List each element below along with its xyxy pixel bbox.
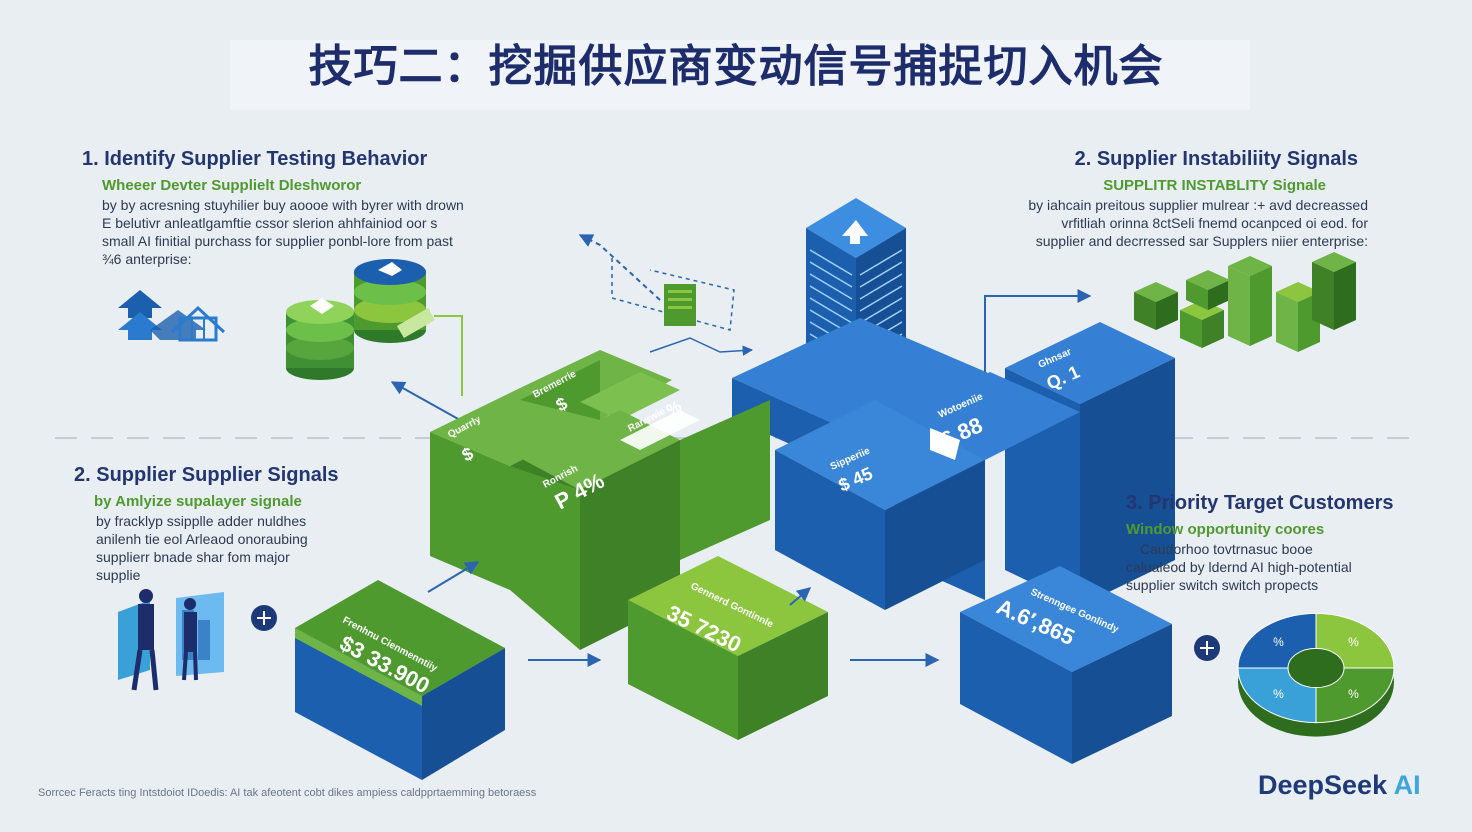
section-body: by fracklyp ssipplle adder nuldhes anile… (96, 512, 339, 584)
body-line: small AI finitial purchass for supplier … (102, 233, 453, 249)
arrow-left-up (390, 381, 461, 421)
section-supplier-signals: 2. Supplier Supplier Signals by Amlyize … (74, 464, 339, 584)
body-line: calualeod by ldernd AI high-potential (1126, 559, 1352, 575)
brand-logo: DeepSeek AI (1258, 770, 1421, 801)
section-subheading: by Amlyize supalayer signale (94, 493, 302, 510)
add-button-left[interactable] (251, 605, 277, 631)
bottom-block-1 (295, 580, 505, 780)
section-heading: 3. Priority Target Customers (1126, 492, 1394, 514)
brand-accent: AI (1387, 770, 1421, 800)
body-line: anilenh tie eol Arleaod onoraubing (96, 531, 308, 547)
green-block-cluster (430, 350, 770, 650)
section-body: by iahcain preitous supplier mulrear :+ … (1000, 196, 1368, 250)
database-stack-icon (286, 298, 354, 380)
opportunity-donut: %%%% (1237, 612, 1395, 737)
title-band (230, 40, 1250, 110)
donut-slice (1237, 612, 1317, 669)
body-line: supplierr bnade shar fom major (96, 549, 290, 565)
people-dashboard-illustration (118, 589, 224, 691)
section-priority-targets: 3. Priority Target Customers Window oppo… (1126, 492, 1393, 594)
body-line: by fracklyp ssipplle adder nuldhes (96, 513, 307, 529)
section-subheading: SUPPLITR INSTABLITY Signale (1103, 177, 1326, 194)
section-subheading: Wheeer Devter Supplielt Dleshworor (102, 177, 362, 194)
body-line: supplier switch switch propects (1126, 577, 1319, 593)
section-subheading: Window opportunity coores (1126, 521, 1325, 538)
section-body: by by acresning stuyhilier buy aoooe wit… (102, 196, 464, 268)
body-line: Caudorhoo tovtrnasuc booe (1140, 541, 1313, 557)
section-body: Caudorhoo tovtrnasuc booe calualeod by l… (1126, 540, 1393, 594)
arrow-to-instability (984, 289, 1092, 372)
brand-name: DeepSeek (1258, 770, 1388, 800)
donut-label: % (1348, 687, 1359, 701)
donut-label: % (1348, 635, 1359, 649)
section-heading: 2. Supplier Supplier Signals (74, 464, 339, 486)
source-note: Sorrcec Feracts ting Intstdoiot IDoedis:… (38, 787, 537, 799)
body-line: vrfitliah orinna 8ctSeli fnemd ocanpced … (1061, 215, 1368, 231)
body-line: supplier and decrressed sar Supplers nii… (1035, 233, 1368, 249)
donut-slice (1315, 612, 1395, 669)
arrow-up-2 (789, 587, 812, 606)
section-instability-signals: 2. Supplier Instabiliity Signals SUPPLIT… (1000, 148, 1380, 250)
add-button-right[interactable] (1194, 635, 1220, 661)
section-heading: 2. Supplier Instabiliity Signals (1074, 148, 1358, 170)
warehouse-icon (170, 305, 226, 342)
donut-slice (1315, 667, 1395, 724)
connector-line (434, 315, 463, 396)
section-heading: 1. Identify Supplier Testing Behavior (82, 148, 428, 170)
flow-dashed-icon (578, 234, 754, 356)
blue-platform (732, 318, 1175, 610)
bottom-block-3 (960, 566, 1172, 764)
instability-cubes-icon (1134, 252, 1356, 352)
body-line: by by acresning stuyhilier buy aoooe wit… (102, 197, 464, 213)
green-block-4-value: % (664, 398, 685, 420)
body-line: by iahcain preitous supplier mulrear :+ … (1028, 197, 1368, 213)
bottom-block-2 (628, 556, 828, 740)
page-title: 技巧二：挖掘供应商变动信号捕捉切入机会 (308, 41, 1164, 92)
arrow-up-1 (427, 561, 480, 593)
database-stack-blue-icon (354, 259, 436, 343)
section-testing-behavior: 1. Identify Supplier Testing Behavior Wh… (82, 148, 464, 268)
body-line: ¾6 anterprise: (102, 251, 192, 267)
donut-slice (1237, 667, 1317, 724)
body-line: supplie (96, 567, 141, 583)
donut-label: % (1273, 635, 1284, 649)
donut-label: % (1273, 687, 1284, 701)
body-line: E belutivr anleatlgamftie cssor slerion … (102, 215, 438, 231)
